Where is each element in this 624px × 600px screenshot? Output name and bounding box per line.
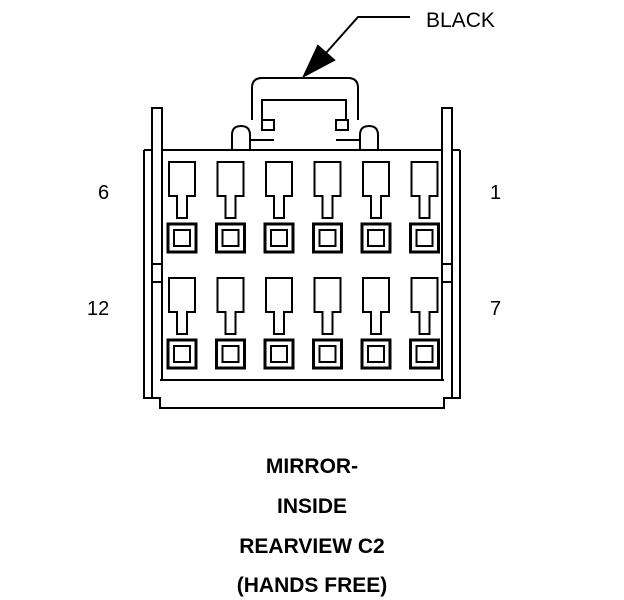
callout-label: BLACK — [426, 9, 495, 32]
connector-latch — [231, 77, 379, 150]
pin-label-12: 12 — [87, 298, 110, 320]
callout-leader — [301, 16, 410, 79]
pin-row-bottom — [166, 277, 440, 370]
pin-cavity-3 — [312, 161, 343, 254]
terminal-socket-inner — [415, 229, 434, 247]
pin-cavity-1 — [409, 161, 440, 254]
terminal-socket-inner — [367, 229, 385, 247]
pin-label-7: 7 — [490, 298, 502, 320]
terminal-key — [313, 161, 342, 219]
pin-cavity-5 — [215, 161, 246, 254]
pin-cavity-10 — [263, 277, 295, 370]
caption-line-1: MIRROR- — [265, 455, 359, 478]
terminal-key — [265, 161, 293, 219]
terminal-socket — [409, 222, 440, 254]
caption-line-2: INSIDE — [276, 495, 347, 518]
terminal-socket-inner — [270, 229, 288, 247]
pin-label-6: 6 — [98, 182, 110, 204]
callout-arrow — [301, 44, 336, 79]
terminal-key — [168, 161, 196, 219]
terminal-socket — [409, 338, 440, 370]
terminal-socket-inner — [173, 229, 191, 247]
pin-cavity-6 — [166, 161, 198, 254]
pin-cavity-4 — [263, 161, 295, 254]
pin-cavity-7 — [409, 277, 440, 370]
terminal-socket-inner — [221, 345, 240, 363]
pin-label-1: 1 — [490, 182, 502, 204]
terminal-key — [362, 277, 390, 335]
caption-line-3: REARVIEW C2 — [239, 535, 385, 558]
terminal-key — [410, 277, 439, 335]
pin-cavity-11 — [215, 277, 246, 370]
connector-housing — [143, 107, 461, 409]
caption-line-4: (HANDS FREE) — [236, 574, 388, 597]
terminal-key — [410, 161, 439, 219]
terminal-socket — [360, 222, 392, 254]
pin-row-top — [166, 161, 440, 254]
terminal-key — [216, 277, 245, 335]
pin-cavity-12 — [166, 277, 198, 370]
terminal-socket-inner — [415, 345, 434, 363]
terminal-key — [216, 161, 245, 219]
terminal-socket — [166, 222, 198, 254]
terminal-key — [168, 277, 196, 335]
terminal-socket — [166, 338, 198, 370]
terminal-key — [265, 277, 293, 335]
pin-cavity-2 — [360, 161, 392, 254]
terminal-socket-inner — [270, 345, 288, 363]
terminal-socket — [312, 222, 343, 254]
terminal-socket — [312, 338, 343, 370]
terminal-socket — [215, 222, 246, 254]
terminal-socket — [215, 338, 246, 370]
terminal-socket-inner — [318, 229, 337, 247]
terminal-socket — [360, 338, 392, 370]
terminal-socket-inner — [367, 345, 385, 363]
terminal-socket-inner — [318, 345, 337, 363]
terminal-socket — [263, 222, 295, 254]
terminal-key — [313, 277, 342, 335]
pin-cavity-8 — [360, 277, 392, 370]
terminal-key — [362, 161, 390, 219]
terminal-socket-inner — [221, 229, 240, 247]
terminal-socket — [263, 338, 295, 370]
terminal-socket-inner — [173, 345, 191, 363]
pin-cavity-9 — [312, 277, 343, 370]
